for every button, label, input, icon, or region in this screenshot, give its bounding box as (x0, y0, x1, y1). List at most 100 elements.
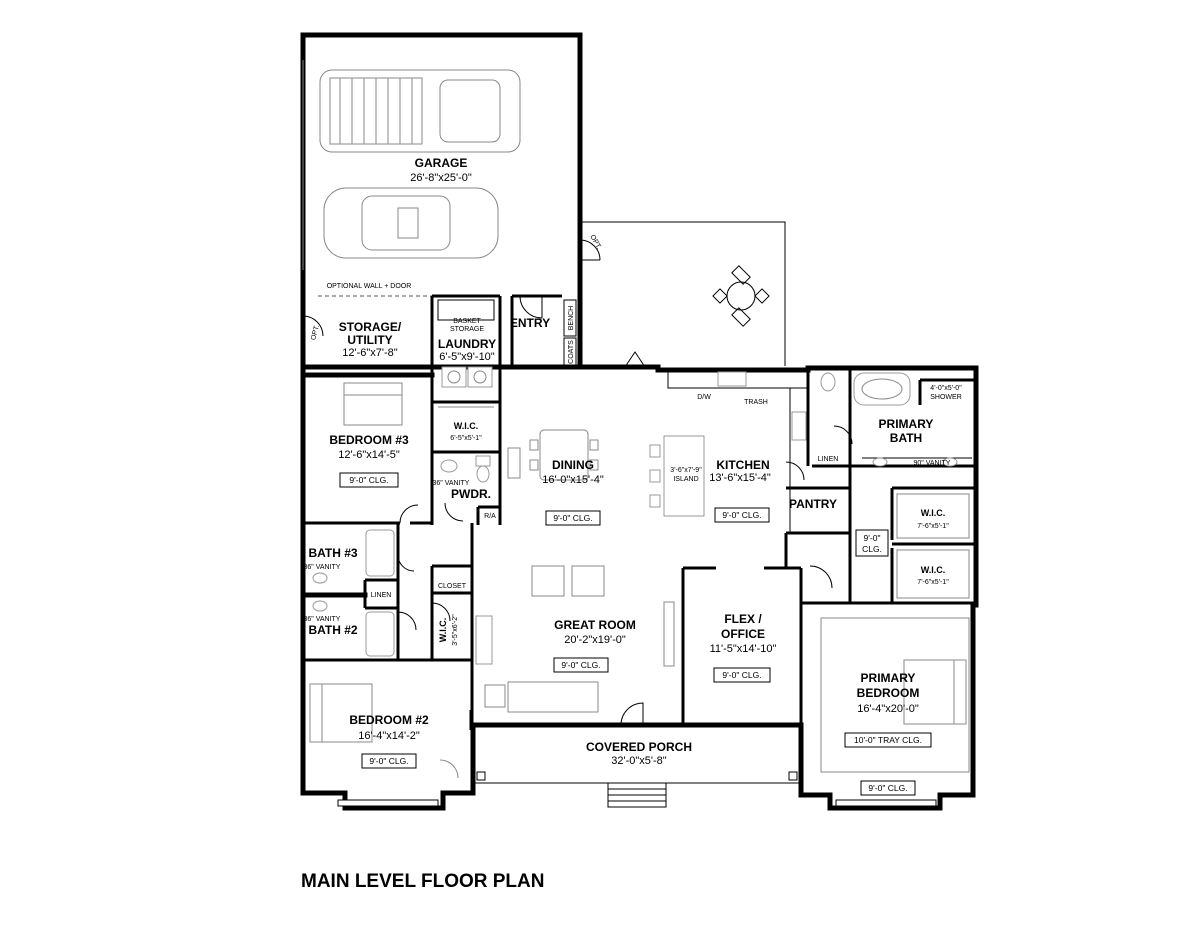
kitchen-clg: 9'-0" CLG. (722, 510, 761, 520)
bath2-name: BATH #2 (308, 623, 357, 637)
bath3-vanity: 36" VANITY (304, 564, 341, 571)
flex-name-2: OFFICE (721, 627, 765, 641)
powder-room: 36" VANITY PWDR. R/A (430, 452, 502, 525)
trash-label: TRASH (744, 399, 768, 406)
kitchen: D/W TRASH 3'-6"x7'-9" ISLAND KITCHEN 13'… (649, 371, 808, 533)
bath2-vanity: 36" VANITY (304, 616, 341, 623)
great-room-dim: 20'-2"x19'-0" (564, 634, 626, 646)
entry-name: ENTRY (510, 316, 550, 330)
flex-dim: 11'-5"x14'-10" (710, 643, 777, 655)
garage-dim: 26'-8"x25'-0" (410, 172, 472, 184)
bedroom2-name: BEDROOM #2 (349, 713, 429, 727)
storage-name-2: UTILITY (347, 333, 392, 347)
kitchen-sink-icon (717, 371, 747, 387)
bench-label: BENCH (568, 306, 575, 331)
primary-bedroom-name-1: PRIMARY (861, 671, 916, 685)
garage-name: GARAGE (415, 156, 468, 170)
door-swing-icon (624, 351, 646, 368)
wic-primary-2-dim: 7'-6"x5'-1" (917, 579, 949, 586)
island-icon (663, 435, 705, 517)
dining-table-icon (539, 429, 589, 481)
car-icon (323, 187, 499, 259)
wic-bed2-dim: 3'-5"x6'-2" (452, 614, 459, 646)
basket-storage-shelf (437, 299, 495, 321)
coats-label: COATS (568, 340, 575, 364)
entry-door-icon (519, 295, 543, 319)
bathtub-icon (853, 372, 911, 406)
primary-bath-name-1: PRIMARY (879, 417, 934, 431)
shower-dim: 4'-0"x5'-0" (930, 385, 962, 392)
patio-table (712, 265, 770, 327)
primary-vanity-label: 90" VANITY (914, 460, 951, 467)
hall-clg-1: 9'-0" (864, 533, 881, 543)
primary-bedroom-clg-2: 9'-0" CLG. (868, 783, 907, 793)
bath3-name: BATH #3 (308, 546, 357, 560)
living-furniture (475, 565, 675, 713)
bedroom3-name: BEDROOM #3 (329, 433, 409, 447)
bedroom2-clg: 9'-0" CLG. (369, 756, 408, 766)
washer-dryer-icon (441, 366, 493, 388)
storage-name-1: STORAGE/ (339, 320, 402, 334)
bedroom2-dim: 16'-4"x14'-2" (358, 730, 420, 742)
powder-vanity-label: 36" VANITY (433, 480, 470, 487)
primary-bedroom-clg: 10'-0" TRAY CLG. (854, 735, 922, 745)
bedroom-2: BEDROOM #2 16'-4"x14'-2" 9'-0" CLG. (309, 683, 471, 807)
primary-bedroom-name-2: BEDROOM (857, 686, 920, 700)
great-room-clg: 9'-0" CLG. (561, 660, 600, 670)
hall-clg-2: CLG. (862, 544, 882, 554)
fireplace-icon (475, 615, 493, 665)
powder-name: PWDR. (451, 487, 491, 501)
wic-primary-1-name: W.I.C. (921, 508, 946, 518)
porch-name: COVERED PORCH (586, 740, 692, 754)
patio-area (580, 221, 786, 366)
toilet-icon (820, 372, 836, 392)
bedroom3-clg: 9'-0" CLG. (349, 475, 388, 485)
basket-label-1: BASKET (453, 318, 481, 325)
primary-bath: 4'-0"x5'-0" SHOWER PRIMARY BATH 90" VANI… (812, 368, 976, 468)
truck-icon (319, 69, 521, 153)
optional-wall-note: OPTIONAL WALL + DOOR (327, 283, 412, 290)
storage-dim: 12'-6"x7'-8" (342, 347, 398, 359)
primary-closets: W.I.C. 7'-6"x5'-1" W.I.C. 7'-6"x5'-1" 9'… (848, 466, 976, 605)
bedroom3-dim: 12'-6"x14'-5" (338, 449, 400, 461)
return-air-label: R/A (484, 513, 496, 520)
covered-porch: COVERED PORCH 32'-0"x5'-8" (472, 724, 802, 808)
wic-bed3-name: W.I.C. (454, 421, 479, 431)
kitchen-dim: 13'-6"x15'-4" (709, 472, 771, 484)
primary-bedroom: PRIMARY BEDROOM 16'-4"x20'-0" 10'-0" TRA… (801, 601, 970, 807)
pantry-name: PANTRY (789, 497, 837, 511)
wic-primary-1-dim: 7'-6"x5'-1" (917, 523, 949, 530)
hall-baths: BATH #3 36" VANITY LINEN 36" VANITY BATH… (300, 523, 417, 662)
laundry-dim: 6'-5"x9'-10" (439, 351, 495, 363)
wic-bed3-dim: 6'-5"x5'-1" (450, 435, 482, 442)
wic-bed2-name: W.I.C. (438, 618, 448, 643)
flex-name-1: FLEX / (724, 612, 762, 626)
closet-label: CLOSET (438, 583, 467, 590)
dw-label: D/W (697, 394, 711, 401)
great-room-dining: DINING 16'-0"x15'-4" 9'-0" CLG. GREAT RO… (475, 351, 675, 726)
range-icon (791, 411, 807, 441)
flex-clg: 9'-0" CLG. (722, 670, 761, 680)
primary-bedroom-dim: 16'-4"x20'-0" (857, 703, 919, 715)
basket-label-2: STORAGE (450, 326, 484, 333)
storage-door-icon (302, 315, 324, 337)
porch-dim: 32'-0"x5'-8" (611, 755, 667, 767)
island-dim: 3'-6"x7'-9" (670, 467, 702, 474)
kitchen-name: KITCHEN (716, 458, 769, 472)
plan-title: MAIN LEVEL FLOOR PLAN (301, 871, 544, 892)
dining-dim: 16'-0"x15'-4" (542, 474, 604, 486)
pantry: PANTRY (785, 368, 850, 535)
primary-linen-label: LINEN (818, 456, 839, 463)
wic-primary-2-name: W.I.C. (921, 565, 946, 575)
island-label: ISLAND (673, 476, 698, 483)
great-room-name: GREAT ROOM (554, 618, 636, 632)
linen-label: LINEN (371, 592, 392, 599)
dining-clg: 9'-0" CLG. (553, 513, 592, 523)
garage-door-icon (579, 239, 601, 261)
utility-wing: STORAGE/ UTILITY 12'-6"x7'-8" BASKET STO… (300, 294, 577, 510)
hall-closets: CLOSET W.I.C. 3'-5"x6'-2" (398, 523, 474, 725)
primary-bath-name-2: BATH (890, 431, 922, 445)
dining-name: DINING (552, 458, 594, 472)
bedroom-3: BEDROOM #3 12'-6"x14'-5" 9'-0" CLG. (303, 382, 432, 525)
